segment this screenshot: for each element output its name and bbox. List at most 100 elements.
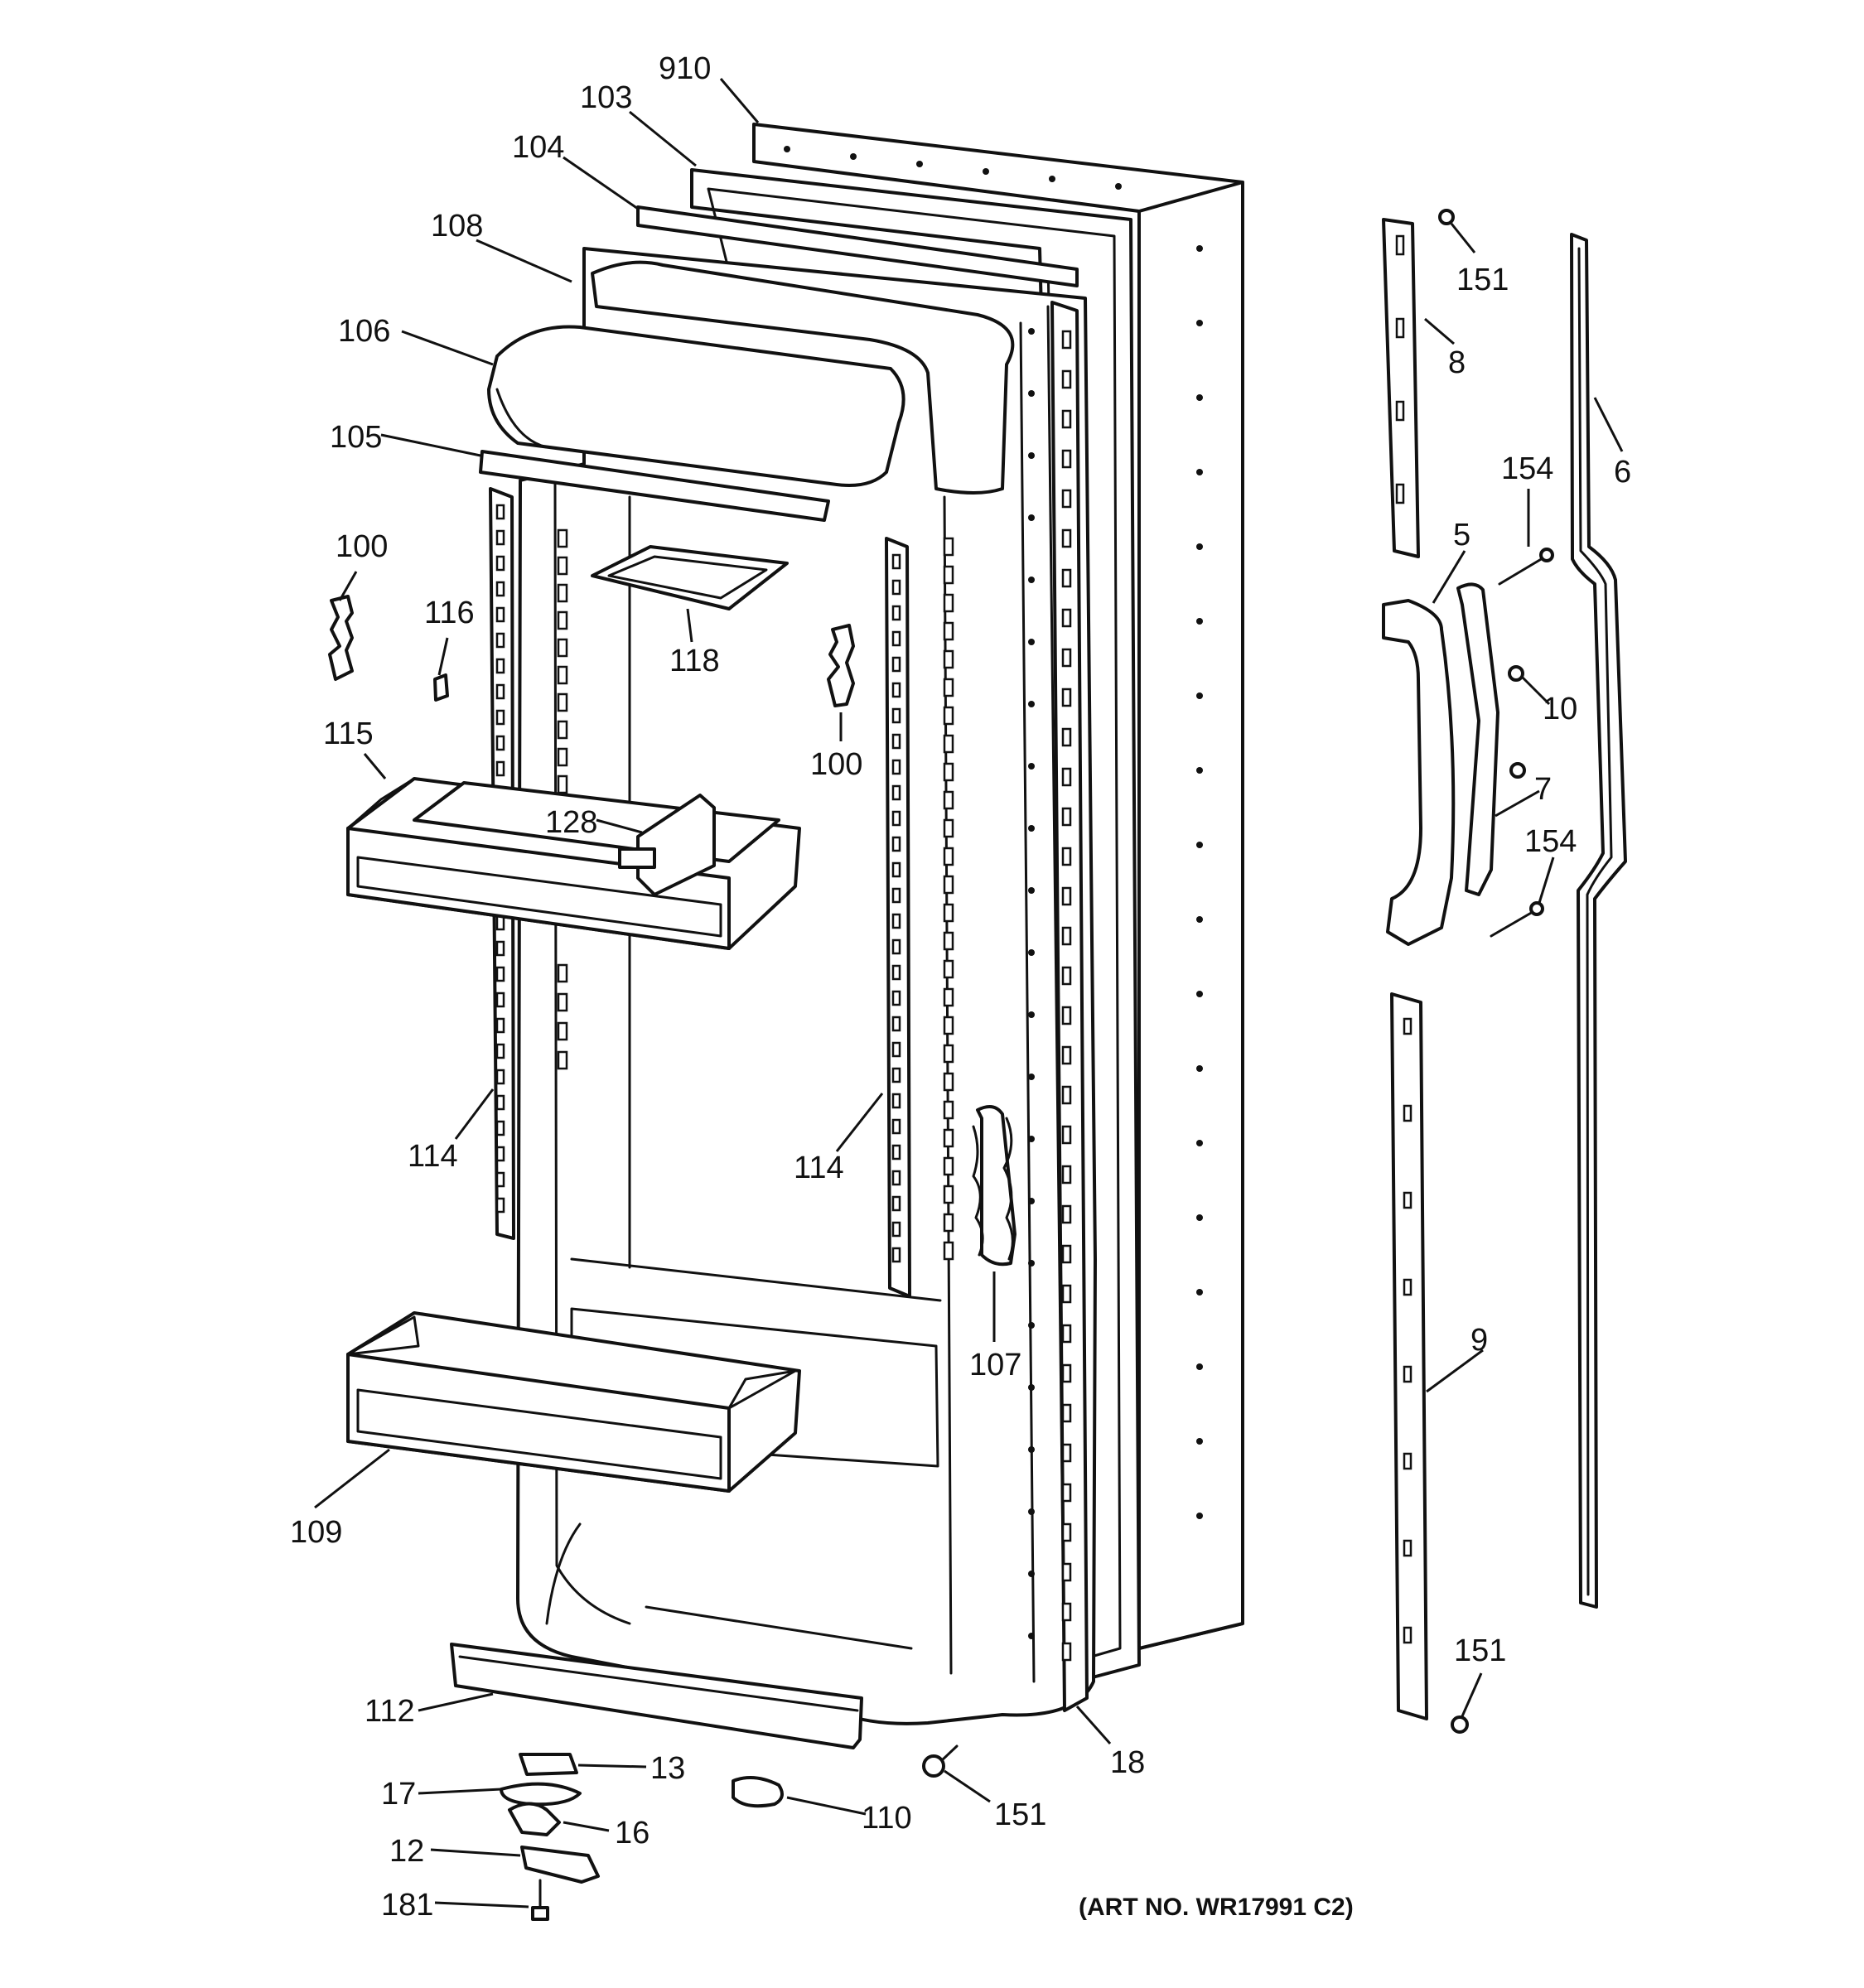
screw-151-bottom: [922, 1744, 959, 1778]
leader-7: [1495, 789, 1540, 818]
hole-detail: [1196, 1289, 1203, 1296]
slot-detail: [1061, 648, 1072, 668]
hole-detail: [1196, 1438, 1203, 1445]
leader-100a: [338, 571, 358, 601]
slot-detail: [1395, 483, 1405, 504]
hole-detail: [1196, 245, 1203, 252]
hole-detail: [784, 146, 790, 152]
callout-151-lower-right: 151: [1454, 1633, 1506, 1668]
callout-100-right: 100: [810, 747, 862, 782]
hole-detail: [916, 161, 923, 167]
slot-detail: [1403, 1017, 1412, 1035]
slot-detail: [943, 1100, 954, 1120]
slot-detail: [495, 1171, 505, 1188]
dairy-trim-105: [479, 450, 830, 522]
leader-114b: [835, 1093, 884, 1152]
bottom-trim-112: [450, 1643, 863, 1749]
leader-910: [719, 78, 760, 123]
slot-detail: [943, 593, 954, 613]
slot-detail: [1061, 807, 1072, 827]
leader-8: [1424, 317, 1455, 345]
outer-door-panel: [752, 123, 1244, 1650]
slot-detail: [495, 1120, 505, 1136]
hole-detail: [983, 168, 989, 175]
slot-detail: [943, 762, 954, 782]
callout-7: 7: [1534, 772, 1552, 807]
slot-detail: [943, 621, 954, 641]
slot-detail: [495, 504, 505, 520]
handle-cap-9: [1390, 992, 1428, 1720]
leader-105: [380, 433, 481, 457]
slot-detail: [1061, 330, 1072, 350]
callout-8: 8: [1448, 345, 1466, 380]
slot-detail: [557, 963, 568, 983]
slot-detail: [943, 1185, 954, 1204]
tray-118: [591, 545, 789, 610]
hole-detail: [850, 153, 857, 160]
slot-detail: [557, 583, 568, 603]
slot-detail: [891, 964, 901, 981]
hinge-shim-17: [500, 1782, 582, 1807]
slot-detail: [495, 1017, 505, 1034]
callout-154-bottom: 154: [1524, 824, 1577, 859]
slot-detail: [943, 1156, 954, 1176]
slot-detail: [1395, 234, 1405, 256]
slot-detail: [943, 1128, 954, 1148]
slot-detail: [557, 720, 568, 740]
callout-12: 12: [389, 1834, 424, 1869]
slot-detail: [891, 1144, 901, 1160]
leader-109: [314, 1448, 390, 1509]
hole-detail: [1028, 1384, 1035, 1391]
slot-detail: [1061, 489, 1072, 509]
slot-detail: [1061, 568, 1072, 588]
dairy-door-106: [487, 325, 905, 487]
leader-116: [437, 637, 449, 676]
slot-detail: [1061, 1165, 1072, 1185]
callout-17: 17: [381, 1777, 416, 1812]
art-number: (ART NO. WR17991 C2): [1079, 1894, 1354, 1921]
hole-detail: [1196, 618, 1203, 625]
callout-118: 118: [669, 644, 720, 678]
hole-detail: [1196, 1363, 1203, 1370]
slot-detail: [557, 556, 568, 576]
slot-detail: [943, 706, 954, 726]
slot-detail: [943, 1072, 954, 1092]
slot-detail: [495, 581, 505, 597]
callout-18: 18: [1110, 1745, 1145, 1780]
hole-detail: [1196, 767, 1203, 774]
hole-detail: [1196, 842, 1203, 848]
callout-105: 105: [330, 420, 382, 455]
leader-18: [1075, 1706, 1112, 1744]
hole-detail: [1028, 452, 1035, 459]
slot-detail: [1061, 926, 1072, 946]
handle-5: [1382, 599, 1456, 946]
leader-118: [686, 608, 693, 643]
plug-110: [732, 1776, 784, 1808]
hole-detail: [1196, 320, 1203, 326]
hole-detail: [1028, 1136, 1035, 1142]
clip-100-right: [827, 624, 855, 707]
clip-100-left: [328, 595, 354, 681]
slot-detail: [495, 709, 505, 726]
slot-detail: [943, 649, 954, 669]
slot-detail: [495, 658, 505, 674]
callout-6: 6: [1614, 455, 1631, 490]
hinge-cam-16: [508, 1802, 561, 1836]
slot-detail: [495, 1197, 505, 1214]
slot-detail: [891, 913, 901, 929]
slot-detail: [557, 528, 568, 548]
slot-detail: [495, 606, 505, 623]
callout-154-top: 154: [1501, 451, 1553, 486]
slot-detail: [891, 1067, 901, 1083]
callout-110: 110: [862, 1801, 912, 1836]
leader-104: [563, 156, 639, 210]
slot-detail: [1061, 847, 1072, 866]
slot-detail: [1061, 369, 1072, 389]
hole-detail: [1196, 469, 1203, 475]
slot-detail: [1061, 1642, 1072, 1662]
slot-detail: [1061, 1045, 1072, 1065]
slot-detail: [891, 1093, 901, 1109]
slot-detail: [1061, 688, 1072, 707]
hinge-plate-13: [519, 1753, 578, 1776]
hole-detail: [1028, 514, 1035, 521]
